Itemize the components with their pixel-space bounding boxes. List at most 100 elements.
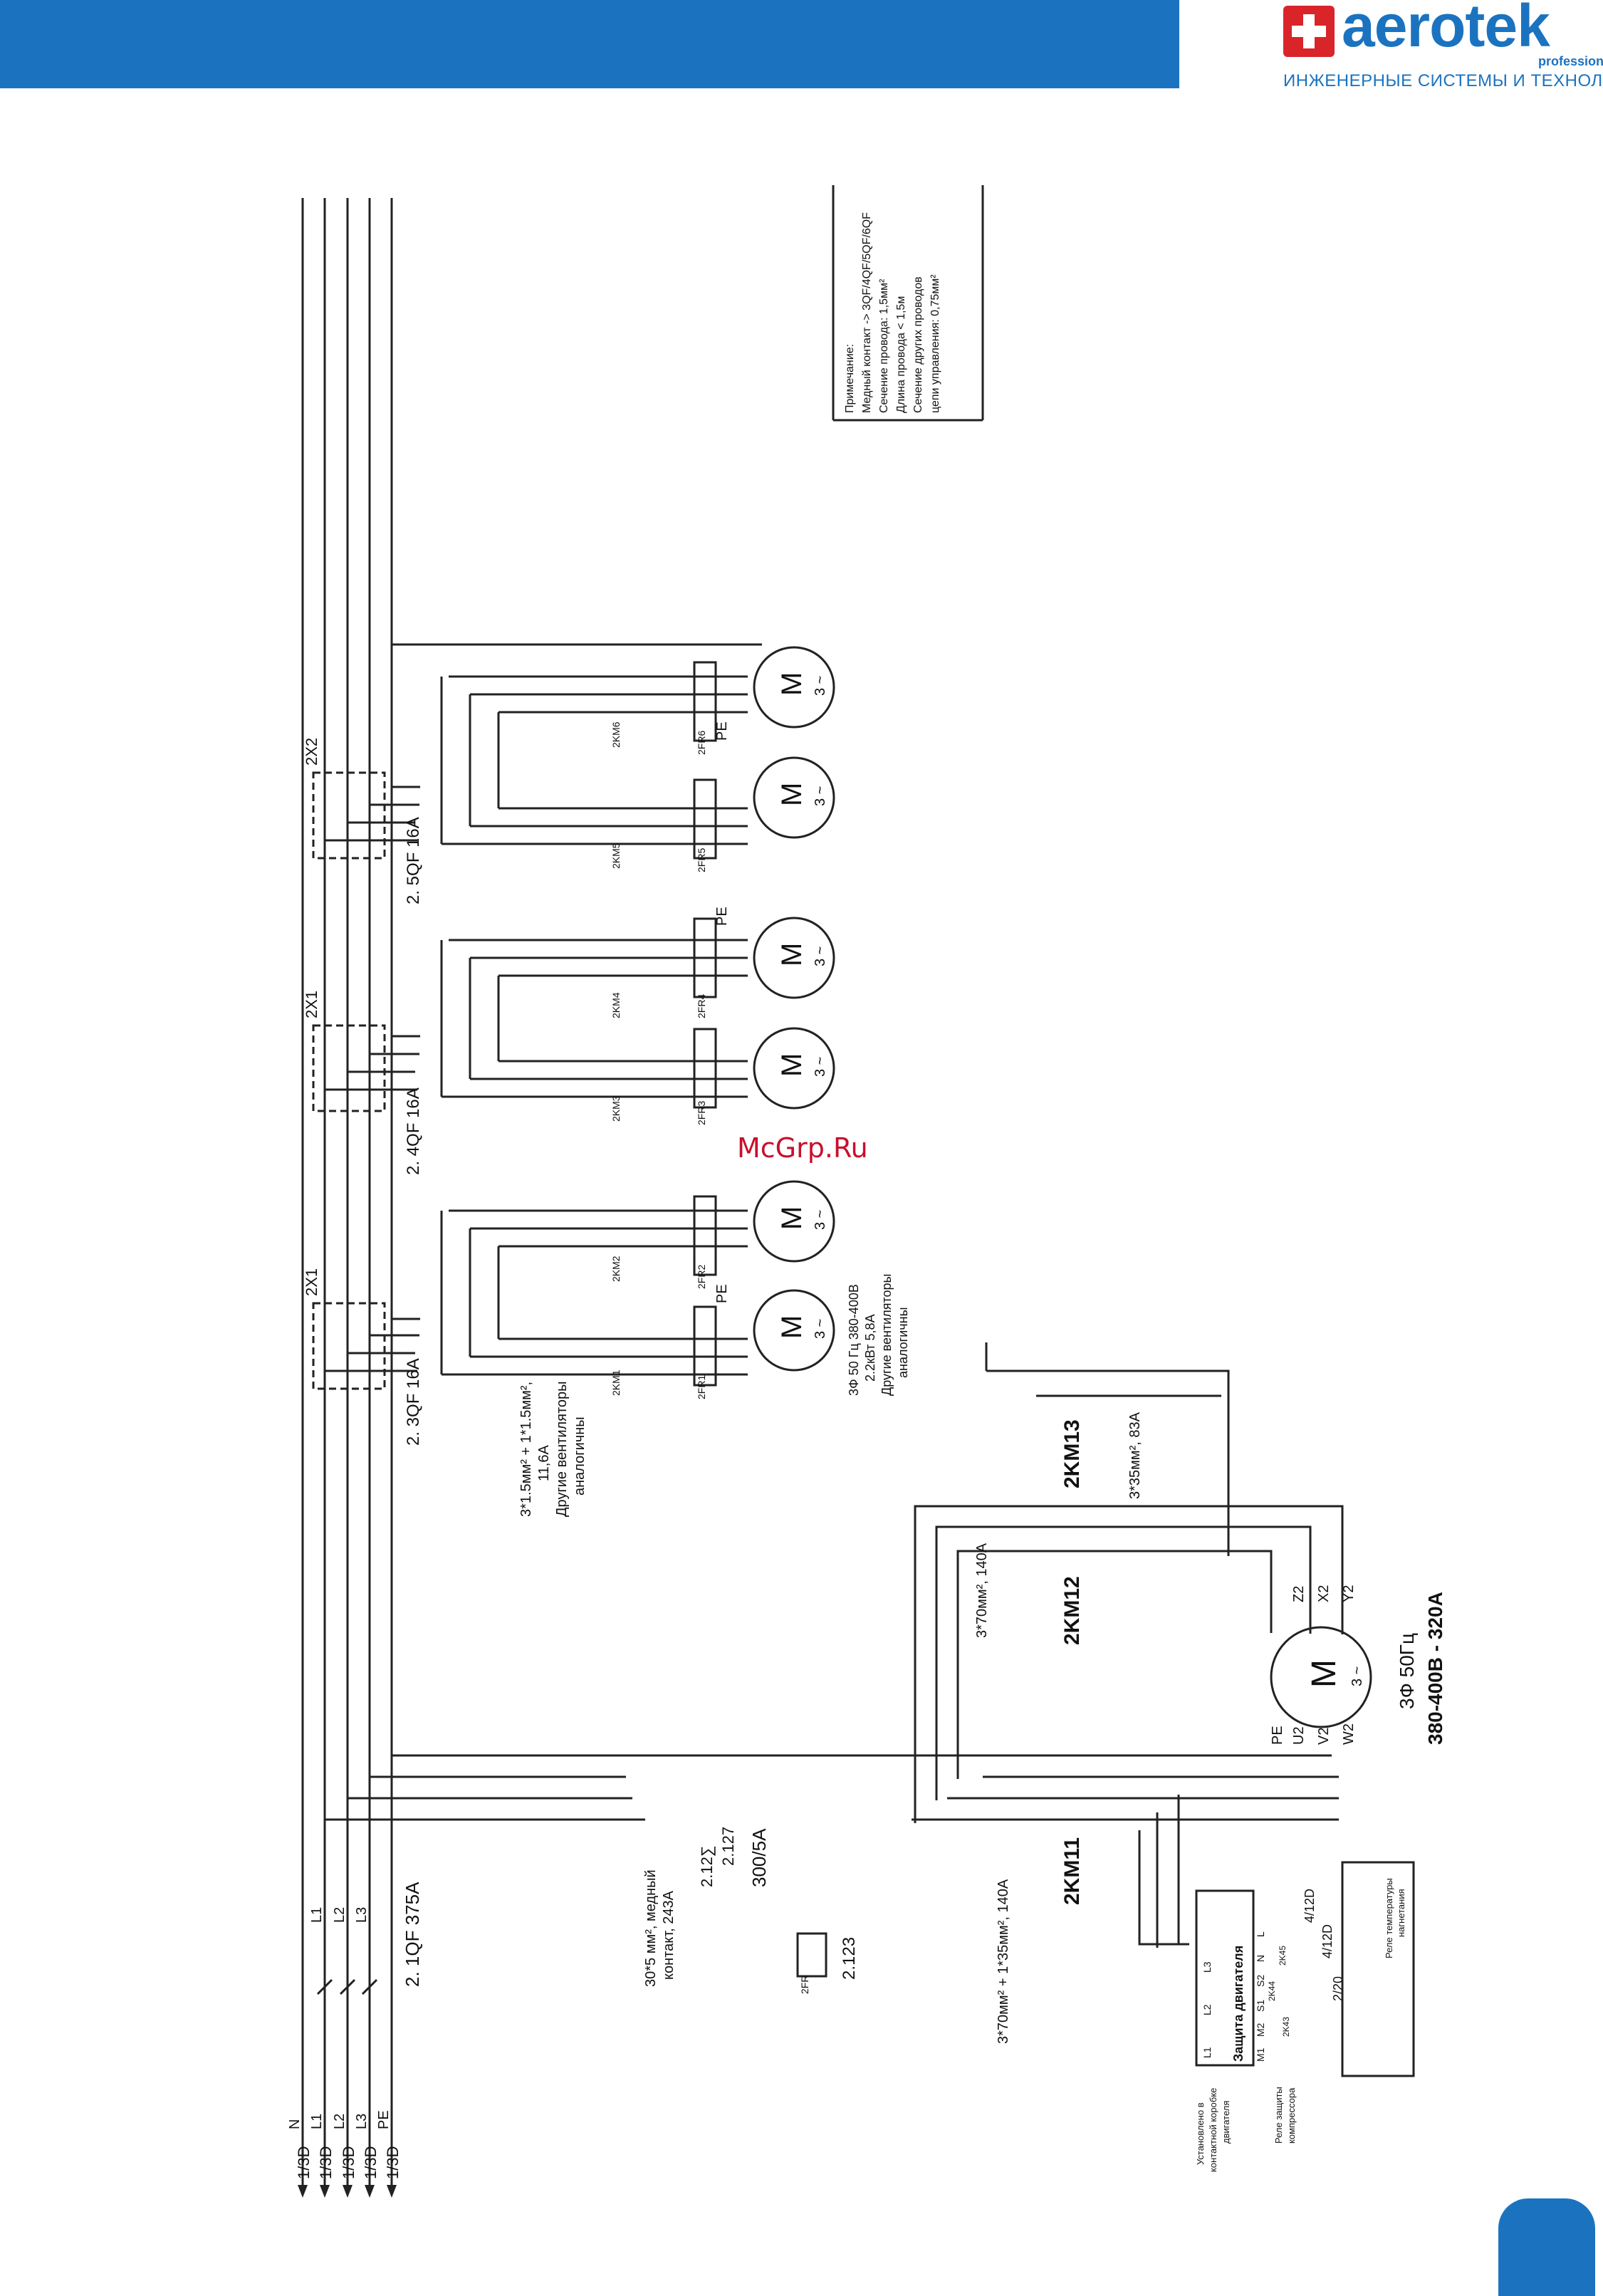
relay-2fr-box	[796, 1932, 827, 1978]
protection-relay-1: 2K45	[1278, 1946, 1288, 1966]
relay-2fr2: 2FR2	[696, 1265, 707, 1289]
protection-ref-1: 4/12D	[1302, 1889, 1317, 1923]
compressor-motor-m: M	[1305, 1659, 1343, 1688]
relay-compressor-2: компрессора	[1286, 2087, 1297, 2144]
contactor-2km3: 2KM3	[610, 1095, 622, 1122]
bus-ref-2: 1/3D	[317, 2146, 335, 2179]
note-line-5: цепи управления: 0,75мм²	[929, 274, 941, 413]
relay-temp-1: Реле температуры	[1384, 1878, 1394, 1958]
breaker-line-l1: L1	[309, 1907, 325, 1923]
contactor-2km11: 2KM11	[1060, 1837, 1084, 1905]
tb-label-3: 2X2	[303, 738, 320, 766]
compressor-wiring	[325, 1342, 1344, 1948]
protection-relay-2: 2K44	[1267, 1981, 1277, 2001]
install-note-1: Установлено в	[1195, 2102, 1206, 2165]
compressor-pe: PE	[1270, 1726, 1285, 1745]
logo-professional: professional	[1538, 54, 1603, 68]
logo-wordmark: aerotek	[1342, 0, 1550, 59]
bus-ref-1: 1/3D	[295, 2146, 313, 2179]
page-number-badge	[1498, 2198, 1595, 2296]
fan-breaker-3: 2. 5QF 16A	[404, 817, 423, 904]
fan-cable-3: Другие вентиляторы	[554, 1381, 570, 1517]
bus-ref-3: 1/3D	[340, 2146, 357, 2179]
bus-line-l3: L3	[354, 2114, 370, 2129]
breaker-line-l3: L3	[354, 1907, 370, 1923]
fan-motor-m-5: M	[776, 783, 808, 806]
bus-line-pe: PE	[376, 2110, 392, 2129]
tb-label-1: 2X1	[303, 1268, 320, 1296]
fan-spec-1: 3Ф 50 Гц 380-400В	[847, 1284, 861, 1396]
note-line-3: Длина провода < 1,5м	[895, 296, 907, 413]
fan-breaker-2: 2. 4QF 16A	[404, 1087, 423, 1175]
fan-motor-m-1: M	[776, 1315, 808, 1339]
relay-2fr1: 2FR1	[696, 1375, 707, 1399]
compressor-x2: X2	[1316, 1585, 1332, 1602]
compressor-motor-circle	[1270, 1626, 1372, 1728]
fan-motor-phase-2: 3 ~	[813, 1210, 828, 1230]
compressor-motor-spec-2: 380-400В - 320А	[1424, 1592, 1446, 1745]
cable-main-2: контакт, 243А	[661, 1890, 677, 1980]
install-note-2: контактной коробке	[1208, 2088, 1218, 2172]
contactor-2km12: 2KM12	[1060, 1576, 1084, 1645]
compressor-z2: Z2	[1291, 1586, 1307, 1602]
breaker-line-l2: L2	[332, 1907, 348, 1923]
compressor-motor-spec-1: 3Ф 50Гц	[1396, 1633, 1418, 1709]
fan-spec-3: Другие вентиляторы	[879, 1274, 894, 1397]
protection-m1: M1	[1255, 2047, 1266, 2062]
cable-main-1: 30*5 мм², медный	[643, 1869, 659, 1987]
note-line-4: Сечение других проводов	[912, 276, 924, 413]
fan-contactor-labels: 2KM1 2KM2 2KM3 2KM4 2KM5 2KM6 2FR1 2FR2 …	[610, 721, 707, 1399]
fan-pe-2: PE	[714, 907, 730, 926]
logo-cross-icon	[1283, 6, 1335, 57]
note-title: Примечание:	[844, 344, 856, 413]
ct-label-1: 2.12∑	[698, 1845, 716, 1887]
cable-km13: 3*35мм², 83A	[1127, 1411, 1143, 1499]
protection-l3: L3	[1201, 1961, 1213, 1973]
contactor-2km1: 2KM1	[610, 1369, 622, 1396]
compressor-w2: W2	[1341, 1723, 1357, 1745]
fan-cable-2: 11,6A	[536, 1445, 552, 1481]
fan-motor-m-6: M	[776, 672, 808, 696]
fan-motor-phase-3: 3 ~	[813, 1057, 828, 1077]
contactor-2km5: 2KM5	[610, 842, 622, 869]
contactor-2km4: 2KM4	[610, 992, 622, 1018]
fan-motor-m-2: M	[776, 1206, 808, 1230]
brand-logo: aerotek professional ИНЖЕНЕРНЫЕ СИСТЕМЫ …	[1275, 0, 1603, 100]
fan-spec-4: аналогичны	[896, 1307, 910, 1378]
compressor-motor-phase: 3 ~	[1349, 1666, 1365, 1686]
bus-ref-5: 1/3D	[384, 2146, 402, 2179]
install-note-3: двигателя	[1221, 2101, 1231, 2144]
fan-cable-note: 3*1.5мм² + 1*1.5мм², 11,6A Другие вентил…	[518, 1381, 588, 1517]
header-band	[0, 0, 1179, 88]
terminal-blocks	[312, 771, 386, 1390]
bus-line-l2: L2	[332, 2114, 348, 2129]
relay-2fr4: 2FR4	[696, 994, 707, 1018]
ct-label-2: 2.127	[719, 1827, 737, 1866]
main-breaker-label: 2. 1QF 375A	[402, 1882, 423, 1987]
note-box	[832, 185, 984, 422]
compressor-v2: V2	[1316, 1728, 1332, 1745]
relay-2fr5: 2FR5	[696, 848, 707, 872]
protection-install-note: Установлено в контактной коробке двигате…	[1195, 2088, 1231, 2172]
fan-motor-phase-1: 3 ~	[813, 1319, 828, 1339]
protection-l2: L2	[1201, 2004, 1213, 2015]
protection-bottom-terminals: M1 M2 S1 S2 N L	[1255, 1931, 1266, 2062]
fan-motor-phase-4: 3 ~	[813, 946, 828, 966]
protection-s1: S1	[1255, 2000, 1266, 2012]
protection-l1: L1	[1201, 2047, 1213, 2058]
fan-motor-m-4: M	[776, 943, 808, 966]
overload-relays	[693, 661, 717, 1387]
protection-title: Защита двигателя	[1231, 1946, 1246, 2062]
main-bus	[301, 198, 393, 2193]
fan-spec-2: 2.2кВт 5,8A	[863, 1314, 877, 1382]
contactor-2km2: 2KM2	[610, 1256, 622, 1282]
ct-label-3: 300/5А	[748, 1828, 770, 1887]
fan-motor-m-3: M	[776, 1053, 808, 1077]
fan-wiring	[440, 675, 748, 1376]
contactor-2km6: 2KM6	[610, 721, 622, 748]
note-line-2: Сечение провода: 1,5мм²	[878, 278, 890, 413]
logo-tagline: ИНЖЕНЕРНЫЕ СИСТЕМЫ И ТЕХНОЛОГИИ	[1283, 71, 1603, 90]
protection-l: L	[1255, 1931, 1266, 1937]
fan-cable-4: аналогичны	[572, 1416, 588, 1496]
relay-2fr: 2FR	[799, 1976, 810, 1994]
